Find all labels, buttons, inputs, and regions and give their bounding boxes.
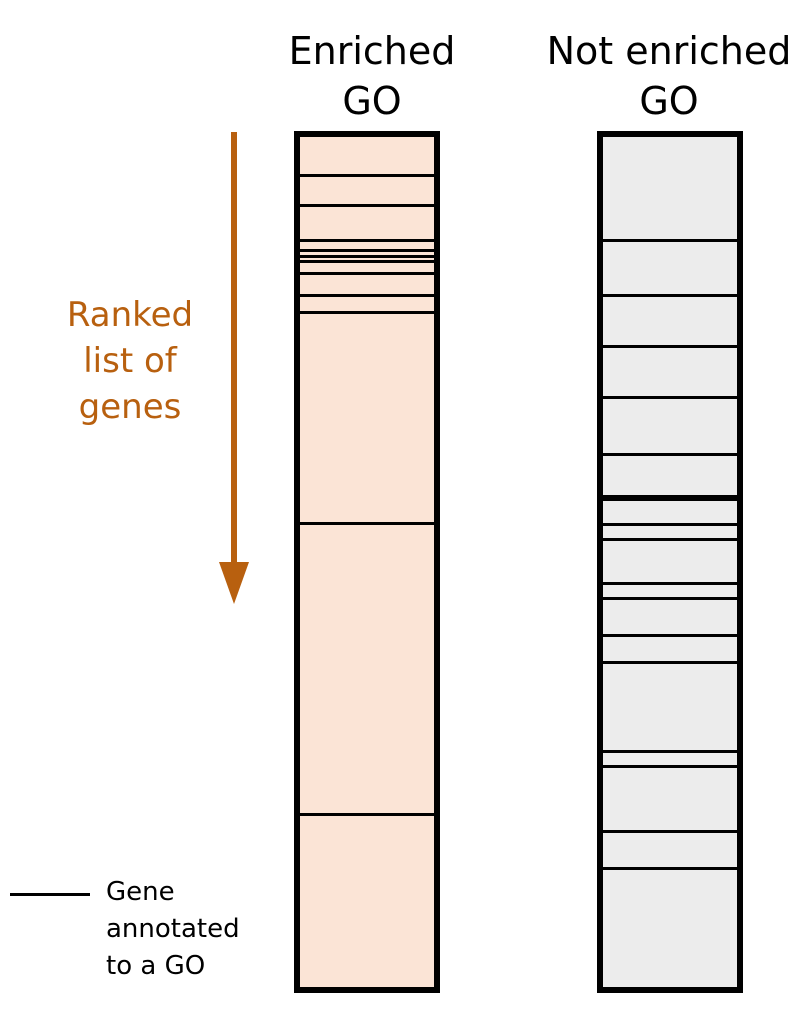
legend-gene-line [10,893,90,896]
not-enriched-gene-line [603,345,737,348]
enriched-go-title-line2: GO [342,79,402,123]
enriched-go-title-line1: Enriched [288,29,456,73]
not-enriched-gene-line [603,396,737,399]
not-enriched-gene-line [603,867,737,870]
not-enriched-gene-line [603,498,737,501]
enriched-gene-line [300,239,434,242]
enriched-go-title: Enriched GO [262,26,482,126]
ranked-list-label-line3: genes [78,387,182,427]
not-enriched-go-column [597,131,743,993]
legend-label: Gene annotated to a GO [106,874,240,985]
not-enriched-gene-line [603,582,737,585]
not-enriched-gene-line [603,538,737,541]
enriched-gene-line [300,522,434,525]
enriched-gene-line [300,813,434,816]
not-enriched-go-title-line2: GO [639,79,699,123]
not-enriched-gene-line [603,750,737,753]
legend-label-line3: to a GO [106,951,206,981]
enriched-gene-line [300,174,434,177]
ranked-list-label: Ranked list of genes [40,292,220,430]
enriched-gene-line [300,260,434,263]
enriched-gene-line [300,272,434,275]
not-enriched-gene-line [603,597,737,600]
not-enriched-gene-line [603,495,737,498]
not-enriched-gene-line [603,765,737,768]
ranked-list-arrow-head [219,562,249,604]
enriched-gene-line [300,249,434,252]
not-enriched-gene-line [603,453,737,456]
not-enriched-go-title-line1: Not enriched [546,29,792,73]
not-enriched-gene-line [603,239,737,242]
not-enriched-gene-line [603,830,737,833]
enriched-gene-line [300,204,434,207]
not-enriched-gene-line [603,661,737,664]
enriched-go-column [294,131,440,993]
enriched-gene-line [300,255,434,258]
ranked-list-label-line1: Ranked [66,295,194,335]
not-enriched-gene-line [603,294,737,297]
ranked-list-arrow-icon [219,132,249,604]
enriched-gene-line [300,294,434,297]
not-enriched-gene-line [603,523,737,526]
not-enriched-go-title: Not enriched GO [530,26,808,126]
legend-label-line2: annotated [106,914,240,944]
legend-label-line1: Gene [106,877,175,907]
not-enriched-gene-line [603,634,737,637]
enriched-gene-line [300,311,434,314]
ranked-list-label-line2: list of [83,341,177,381]
